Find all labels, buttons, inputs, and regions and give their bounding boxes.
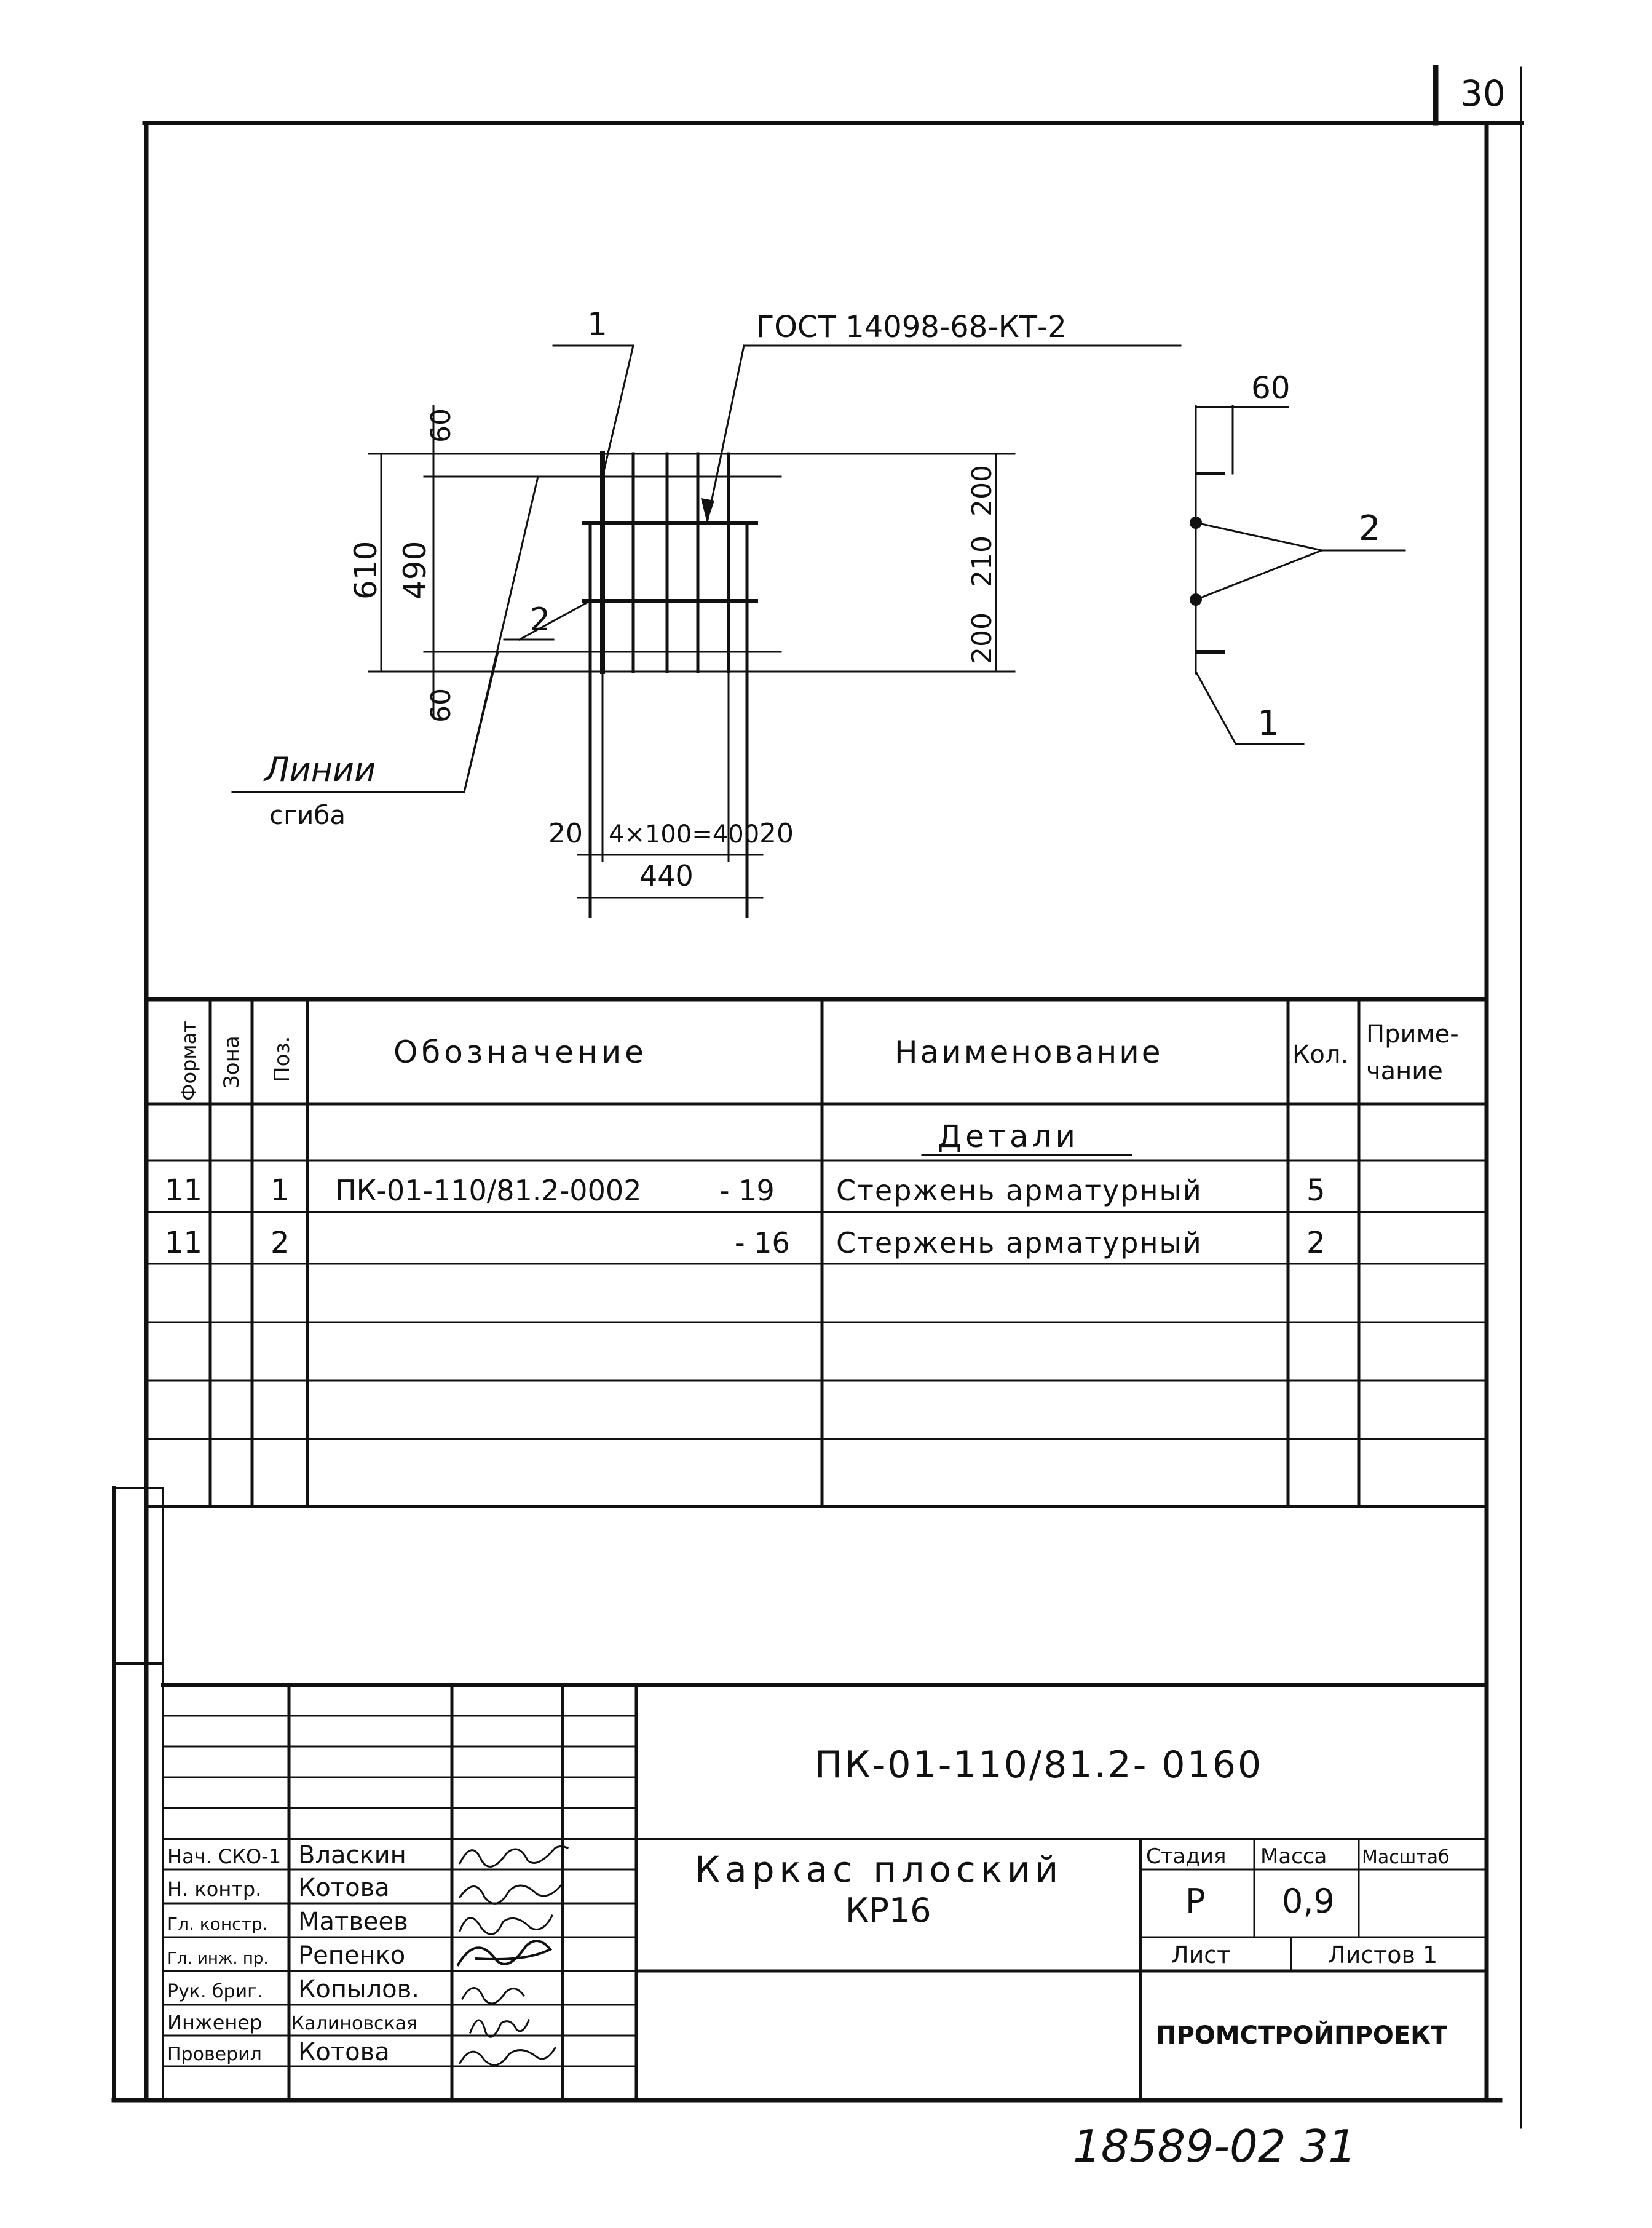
header-name: Наименование xyxy=(895,1034,1163,1070)
signatory-row: Инженер Калиновская xyxy=(167,2011,417,2034)
dim-20-left: 20 xyxy=(548,818,583,849)
header-note-line-2: чание xyxy=(1366,1057,1443,1085)
sheet-number: 30 xyxy=(1460,73,1506,114)
leader-1-right-label: 1 xyxy=(1257,704,1279,743)
left-dimensions: 60 490 610 60 xyxy=(348,405,457,723)
mass-value: 0,9 xyxy=(1282,1882,1335,1921)
header-designation: Обозначение xyxy=(393,1034,647,1070)
dim-210: 210 xyxy=(966,536,998,587)
spec-table-grid xyxy=(144,997,1489,1508)
signatory-role: Проверил xyxy=(167,2044,262,2065)
row-pos: 1 xyxy=(271,1173,290,1208)
leader-2-left-label: 2 xyxy=(530,601,550,638)
bend-lines-label: Линии xyxy=(263,750,376,789)
archive-number: 18589-02 31 xyxy=(1073,2120,1356,2172)
signatory-name: Власкин xyxy=(298,1841,406,1869)
frame-side-view: 200 210 200 60 2 1 xyxy=(755,370,1406,746)
signatory-role: Инженер xyxy=(167,2011,262,2034)
row-pos: 2 xyxy=(271,1226,290,1260)
header-pos: Поз. xyxy=(270,1036,294,1082)
signatory-role: Н. контр. xyxy=(167,1877,261,1901)
row-format: 11 xyxy=(165,1173,202,1208)
signatory-row: Рук. бриг. Копылов. xyxy=(167,1975,419,2004)
bend-lines-label-2: сгиба xyxy=(269,800,346,830)
title-line-1: Каркас плоский xyxy=(695,1849,1063,1890)
dim-spacing: 4×100=400 xyxy=(609,820,759,849)
dim-440: 440 xyxy=(639,859,694,892)
left-leaders: 2 Линии сгиба xyxy=(231,475,592,830)
frame-plan-view xyxy=(423,451,782,918)
signatory-name: Копылов. xyxy=(298,1975,419,2004)
dim-60-side: 60 xyxy=(1251,370,1290,406)
header-format: Формат xyxy=(177,1021,200,1101)
row-qty: 2 xyxy=(1306,1226,1326,1260)
header-zone: Зона xyxy=(219,1036,244,1088)
signatory-role: Рук. бриг. xyxy=(167,1981,263,2002)
spec-table-header: Формат Зона Поз. Обозначение Наименовани… xyxy=(177,1020,1459,1101)
dim-60-bottom: 60 xyxy=(425,688,457,723)
header-qty: Кол. xyxy=(1292,1041,1348,1069)
document-code: ПК-01-110/81.2- 0160 xyxy=(815,1743,1263,1786)
organization-name: ПРОМСТРОЙПРОЕКТ xyxy=(1156,2020,1448,2050)
signatory-role: Гл. инж. пр. xyxy=(167,1949,269,1968)
gost-label: ГОСТ 14098-68-КТ-2 xyxy=(756,310,1067,344)
signatory-name: Репенко xyxy=(298,1941,405,1970)
signatory-name: Котова xyxy=(298,2038,390,2066)
row-qty: 5 xyxy=(1306,1173,1326,1208)
signatures xyxy=(456,1845,569,2066)
signatory-row: Проверил Котова xyxy=(167,2038,390,2066)
signatory-name: Матвеев xyxy=(298,1908,408,1936)
row-designation: ПК-01-110/81.2-0002 xyxy=(335,1174,641,1207)
signatory-name: Калиновская xyxy=(291,2013,417,2034)
signatory-row: Гл. констр. Матвеев xyxy=(167,1908,408,1936)
table-row: 11 2 - 16 Стержень арматурный 2 xyxy=(165,1226,1326,1260)
title-block-grid xyxy=(161,1683,1488,2102)
signatory-name: Котова xyxy=(298,1874,390,1902)
signatory-row: Нач. СКО-1 Власкин xyxy=(167,1841,406,1869)
row-name: Стержень арматурный xyxy=(836,1226,1203,1259)
spec-section: Детали xyxy=(921,1119,1132,1156)
bottom-dimensions: 20 4×100=400 20 440 xyxy=(548,818,794,899)
signatory-role: Нач. СКО-1 xyxy=(167,1845,281,1868)
signatory-row: Н. контр. Котова xyxy=(167,1874,390,1902)
sheets-label: Листов 1 xyxy=(1328,1941,1437,1968)
scale-header: Масштаб xyxy=(1362,1847,1450,1868)
sheet-frame xyxy=(111,65,1524,2129)
stage-value: Р xyxy=(1185,1882,1206,1921)
stage-header: Стадия xyxy=(1146,1844,1226,1869)
dim-490: 490 xyxy=(397,541,433,600)
leader-2-right-label: 2 xyxy=(1359,509,1381,549)
signatory-row: Гл. инж. пр. Репенко xyxy=(167,1941,405,1970)
dim-200-top: 200 xyxy=(966,465,998,517)
signatory-role: Гл. констр. xyxy=(167,1914,268,1934)
mass-header: Масса xyxy=(1260,1844,1327,1869)
header-note-line-1: Приме- xyxy=(1366,1020,1459,1049)
leader-1-label: 1 xyxy=(587,306,607,343)
row-suffix: - 16 xyxy=(735,1226,790,1259)
row-name: Стержень арматурный xyxy=(836,1174,1203,1207)
row-format: 11 xyxy=(165,1226,202,1260)
dim-60-top: 60 xyxy=(425,408,457,443)
dim-20-right: 20 xyxy=(759,818,794,849)
sheet-label: Лист xyxy=(1171,1941,1230,1968)
section-title: Детали xyxy=(938,1119,1079,1154)
top-leaders: 1 ГОСТ 14098-68-КТ-2 xyxy=(552,306,1182,524)
row-suffix: - 19 xyxy=(719,1174,775,1207)
dim-200-bottom: 200 xyxy=(966,613,998,664)
dim-610: 610 xyxy=(348,541,384,600)
table-row: 11 1 ПК-01-110/81.2-0002 - 19 Стержень а… xyxy=(165,1173,1326,1208)
signatory-list: Нач. СКО-1 Власкин Н. контр. Котова Гл. … xyxy=(167,1841,419,2066)
title-line-2: КР16 xyxy=(845,1891,931,1930)
